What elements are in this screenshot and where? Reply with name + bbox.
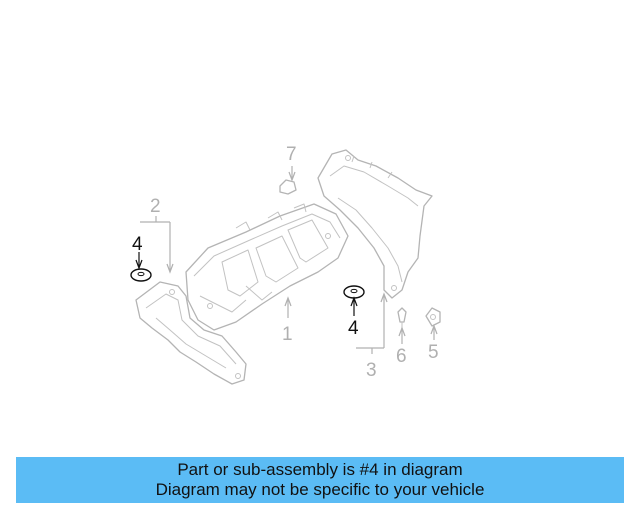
callout-7: 7	[286, 144, 297, 165]
left-splash-shield	[135, 281, 247, 385]
info-banner: Part or sub-assembly is #4 in diagram Di…	[16, 457, 624, 503]
callout-3: 3	[366, 360, 377, 381]
clip-part-7	[279, 179, 297, 195]
callout-5: 5	[428, 342, 439, 363]
grommet-part-4-left	[130, 252, 152, 282]
banner-line-disclaimer: Diagram may not be specific to your vehi…	[155, 480, 485, 499]
callout-1: 1	[282, 324, 293, 345]
banner-line-part-number: Part or sub-assembly is #4 in diagram	[177, 460, 463, 479]
callout-4-left: 4	[132, 234, 143, 255]
push-pin-part-6	[397, 307, 407, 328]
leader-lines	[140, 166, 438, 354]
callout-6: 6	[396, 346, 407, 367]
right-splash-shield	[317, 149, 433, 299]
callout-4-right: 4	[348, 318, 359, 339]
clip-nut-part-5	[425, 307, 441, 327]
parts-diagram: 1 2 3 4 4 5 6 7	[130, 144, 441, 385]
callout-2: 2	[150, 196, 161, 217]
grommet-part-4-right	[343, 285, 365, 316]
engine-under-cover	[185, 203, 349, 331]
